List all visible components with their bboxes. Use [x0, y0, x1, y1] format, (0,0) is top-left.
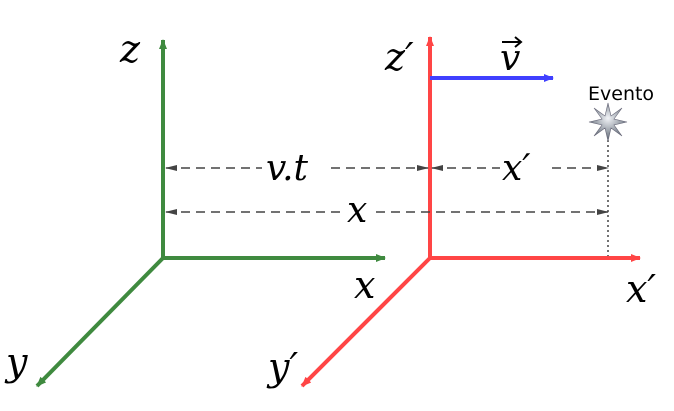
- vt-label: v.t: [266, 148, 309, 189]
- x-prime-label: x′: [626, 267, 656, 311]
- frame-s: z x y: [4, 27, 386, 388]
- x-prime-distance-label: x′: [502, 148, 530, 189]
- y-prime-axis: [300, 256, 432, 388]
- event-label: Evento: [588, 83, 654, 105]
- vector-arrow-accent: [502, 36, 523, 48]
- y-prime-label: y′: [266, 345, 298, 389]
- x-distance-label: x: [347, 190, 367, 231]
- z-prime-label: z′: [384, 35, 414, 79]
- z-label: z: [119, 27, 141, 71]
- dimensions: [165, 165, 609, 215]
- velocity-label: v: [500, 38, 520, 79]
- x-label: x: [354, 263, 375, 307]
- y-label: y: [4, 340, 28, 384]
- velocity-vector: v: [430, 36, 554, 82]
- star-icon: [588, 102, 628, 142]
- y-axis: [35, 256, 165, 388]
- event: Evento: [588, 83, 654, 142]
- frame-s-prime: z′ x′ y′: [266, 35, 656, 389]
